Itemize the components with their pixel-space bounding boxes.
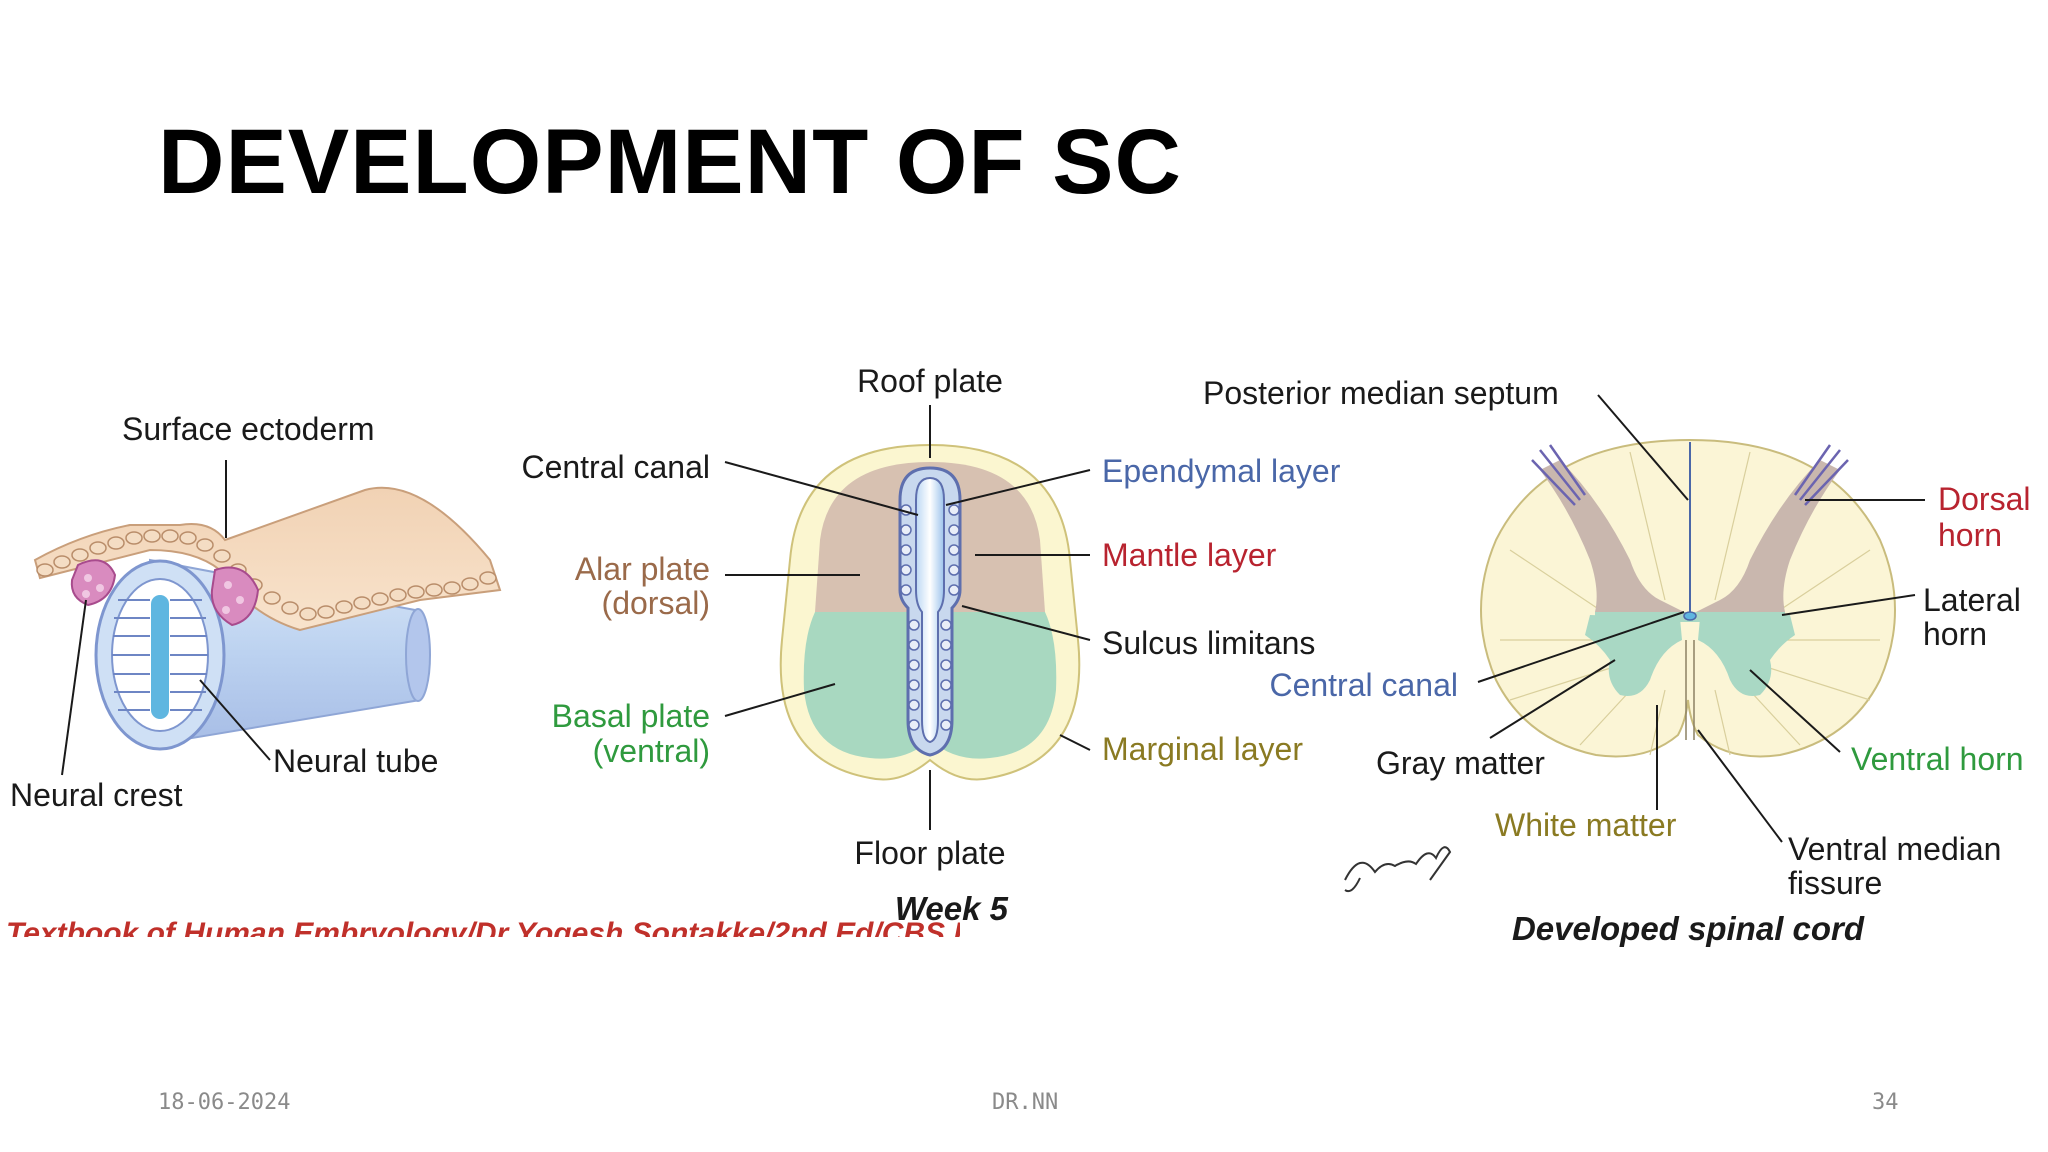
dorsal-horn-left [1540,460,1690,620]
label-roof-plate: Roof plate [857,363,1003,399]
ventral-horn-left [1585,615,1682,696]
ventral-horn-right [1698,615,1795,696]
label-ventral-median-fissure: Ventral median [1788,831,2001,867]
central-canal-lumen [915,476,945,744]
dorsal-horn-right [1690,460,1840,620]
spinal-cord-development-figure: Surface ectoderm Neural tube Neural cres… [6,363,2030,950]
footer-page-number: 34 [1872,1090,1899,1115]
label-neural-tube: Neural tube [273,743,438,779]
label-posterior-median-septum: Posterior median septum [1203,375,1559,411]
source-credit: Textbook of Human Embryology/Dr Yogesh S… [6,917,1107,950]
label-floor-plate: Floor plate [854,835,1005,871]
label-lateral-horn: Lateral [1923,582,2021,618]
label-marginal-layer: Marginal layer [1102,731,1303,767]
label-dorsal-horn: Dorsal [1938,481,2030,517]
label-central-canal-week5: Central canal [521,449,710,485]
label-ventral-horn: Ventral horn [1851,741,2024,777]
caption-developed-spinal-cord: Developed spinal cord [1512,910,1865,947]
label-central-canal-adult: Central canal [1269,667,1458,703]
label-white-matter: White matter [1495,807,1677,843]
label-dorsal-horn-2: horn [1938,517,2002,553]
label-alar-plate-dorsal: (dorsal) [602,585,710,621]
label-gray-matter: Gray matter [1376,745,1545,781]
label-ependymal-layer: Ependymal layer [1102,453,1341,489]
label-basal-plate: Basal plate [552,698,710,734]
ventral-median-fissure [1685,640,1695,740]
footer-author: DR.NN [992,1090,1059,1115]
label-surface-ectoderm: Surface ectoderm [122,411,375,447]
neural-tube-lumen [151,595,169,719]
neural-tube-illustration [33,486,502,751]
label-lateral-horn-2: horn [1923,616,1987,652]
footer-date: 18-06-2024 [158,1090,291,1115]
developed-spinal-cord [1480,438,1896,758]
central-canal-adult [1683,611,1697,621]
label-neural-crest: Neural crest [10,777,183,813]
author-signature [1344,846,1452,893]
label-mantle-layer: Mantle layer [1102,537,1277,573]
label-alar-plate: Alar plate [575,551,710,587]
label-ventral-median-fissure-2: fissure [1788,865,1882,901]
white-matter [1480,438,1896,758]
caption-week5: Week 5 [895,890,1009,927]
slide-title: DEVELOPMENT OF SC [158,111,1182,213]
label-basal-plate-ventral: (ventral) [593,733,710,769]
label-sulcus-limitans: Sulcus limitans [1102,625,1315,661]
week5-cross-section [779,443,1081,781]
